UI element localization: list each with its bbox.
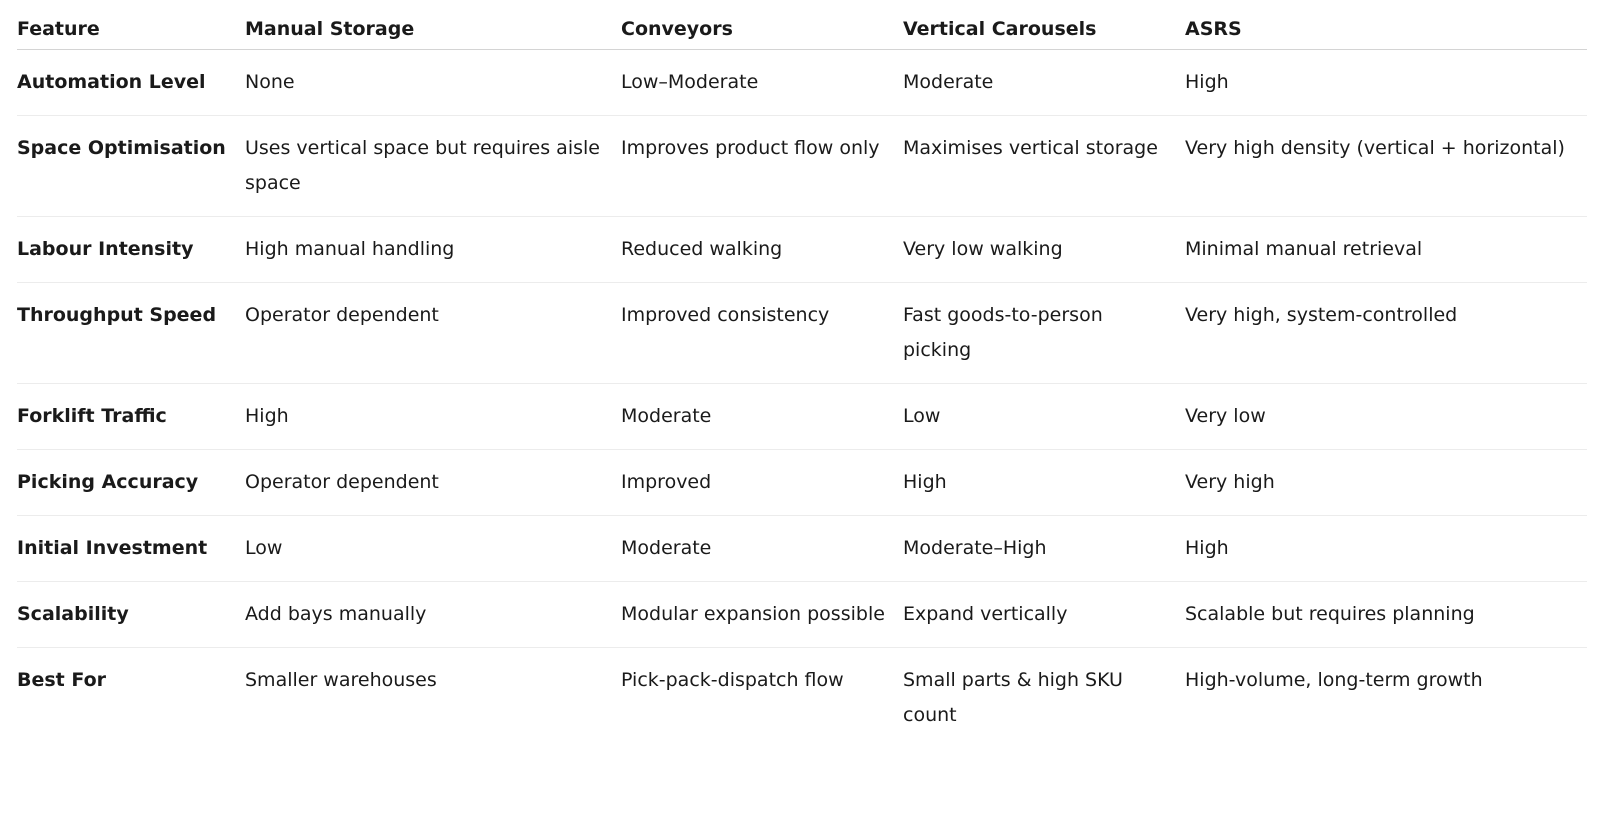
table-cell: Moderate — [621, 515, 903, 582]
row-feature-label: Initial Investment — [17, 515, 245, 582]
table-cell: Very high density (vertical + horizontal… — [1185, 115, 1587, 217]
table-cell: Very low walking — [903, 216, 1185, 283]
row-feature-label: Picking Accuracy — [17, 449, 245, 516]
table-row: Space Optimisation Uses vertical space b… — [17, 115, 1587, 217]
table-cell: Add bays manually — [245, 581, 621, 648]
table-row: Automation Level None Low–Moderate Moder… — [17, 49, 1587, 116]
table-cell: Reduced walking — [621, 216, 903, 283]
table-cell: Moderate — [621, 383, 903, 450]
table-cell: Operator dependent — [245, 449, 621, 516]
row-feature-label: Automation Level — [17, 49, 245, 116]
table-cell: High — [1185, 49, 1587, 116]
table-cell: High — [1185, 515, 1587, 582]
header-conveyors: Conveyors — [621, 10, 903, 50]
table-row: Labour Intensity High manual handling Re… — [17, 216, 1587, 283]
header-feature: Feature — [17, 10, 245, 50]
table-cell: Fast goods-to-person picking — [903, 282, 1185, 384]
table-header: Feature Manual Storage Conveyors Vertica… — [17, 10, 1587, 50]
comparison-table-container: Feature Manual Storage Conveyors Vertica… — [17, 10, 1587, 748]
table-cell: Improves product flow only — [621, 115, 903, 217]
table-row: Initial Investment Low Moderate Moderate… — [17, 515, 1587, 582]
storage-comparison-table: Feature Manual Storage Conveyors Vertica… — [17, 10, 1587, 748]
table-cell: Very high — [1185, 449, 1587, 516]
table-cell: Uses vertical space but requires aisle s… — [245, 115, 621, 217]
row-feature-label: Forklift Traffic — [17, 383, 245, 450]
table-cell: Very low — [1185, 383, 1587, 450]
header-vertical-carousels: Vertical Carousels — [903, 10, 1185, 50]
table-cell: Modular expansion possible — [621, 581, 903, 648]
table-cell: Improved — [621, 449, 903, 516]
table-row: Forklift Traffic High Moderate Low Very … — [17, 383, 1587, 450]
table-cell: Improved consistency — [621, 282, 903, 384]
table-cell: Pick-pack-dispatch flow — [621, 669, 844, 691]
header-manual-storage: Manual Storage — [245, 10, 621, 50]
table-cell: Very high, system-controlled — [1185, 282, 1587, 384]
table-cell: None — [245, 49, 621, 116]
table-cell: High — [245, 383, 621, 450]
table-cell: Minimal manual retrieval — [1185, 216, 1587, 283]
table-cell: Maximises vertical storage — [903, 115, 1185, 217]
header-asrs: ASRS — [1185, 10, 1587, 50]
table-cell: Smaller warehouses — [245, 669, 437, 691]
table-body: Automation Level None Low–Moderate Moder… — [17, 49, 1587, 749]
table-cell: Low–Moderate — [621, 49, 903, 116]
table-cell: Scalable but requires planning — [1185, 581, 1587, 648]
header-row: Feature Manual Storage Conveyors Vertica… — [17, 10, 1587, 50]
table-cell: Moderate–High — [903, 515, 1185, 582]
table-cell: High-volume, long-term growth — [1185, 669, 1483, 691]
table-row: Best For Smaller warehouses Pick-pack-di… — [17, 648, 1587, 749]
row-feature-label: Best For — [17, 669, 107, 691]
row-feature-label: Labour Intensity — [17, 216, 245, 283]
table-cell: Moderate — [903, 49, 1185, 116]
table-cell: High — [903, 449, 1185, 516]
row-feature-label: Space Optimisation — [17, 115, 245, 217]
table-cell: Expand vertically — [903, 581, 1185, 648]
table-row: Throughput Speed Operator dependent Impr… — [17, 282, 1587, 384]
table-cell: Low — [903, 383, 1185, 450]
table-cell: Operator dependent — [245, 282, 621, 384]
table-row: Picking Accuracy Operator dependent Impr… — [17, 449, 1587, 516]
table-cell: Low — [245, 515, 621, 582]
row-feature-label: Scalability — [17, 581, 245, 648]
table-row: Scalability Add bays manually Modular ex… — [17, 581, 1587, 648]
table-cell: High manual handling — [245, 216, 621, 283]
table-cell: Small parts & high SKU count — [903, 669, 1123, 726]
row-feature-label: Throughput Speed — [17, 282, 245, 384]
